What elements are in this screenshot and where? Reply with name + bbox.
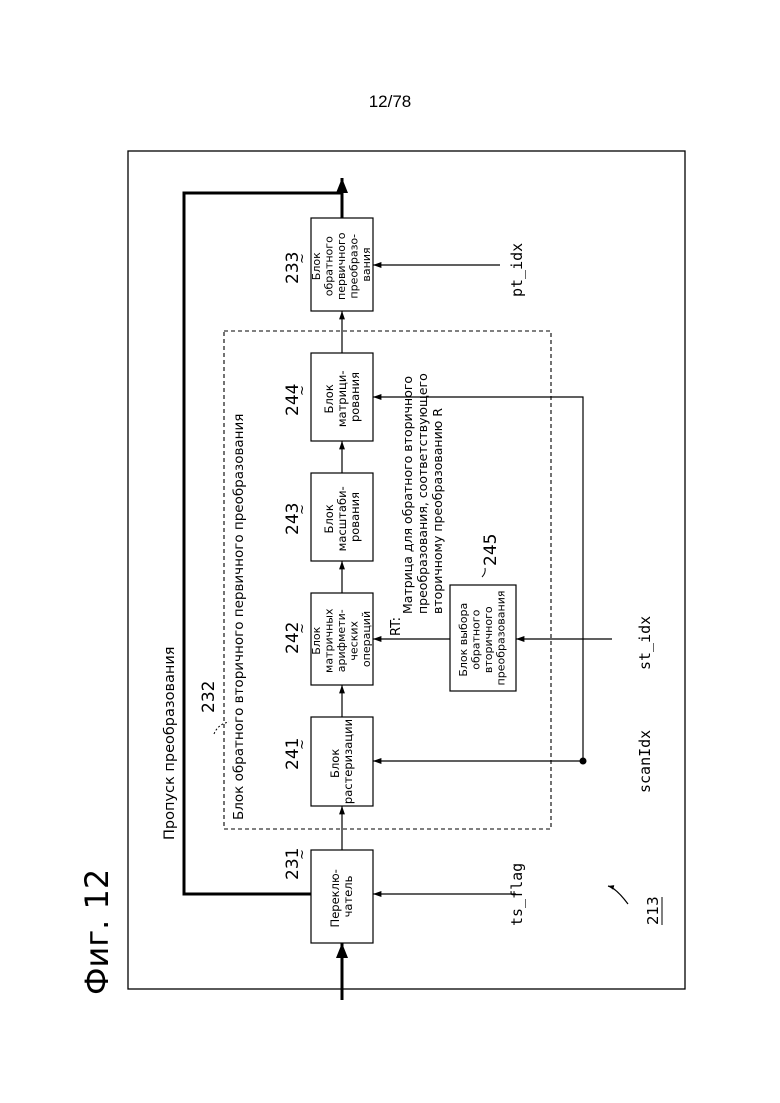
rt-note: Матрица для обратного вторичного преобра… <box>400 369 445 614</box>
ts-flag-label: ts_flag <box>508 863 526 926</box>
figure-ref-arrow <box>608 886 628 904</box>
inverse-secondary-group <box>224 331 551 829</box>
scale-ref-tilde: ~ <box>295 504 310 515</box>
st-idx-label: st_idx <box>636 616 654 670</box>
bypass-label: Пропуск преобразования <box>162 646 178 840</box>
raster-ref-tilde: ~ <box>295 739 310 750</box>
inverse-secondary-ref: 232 <box>199 681 219 713</box>
ref-245-leader <box>482 568 485 577</box>
primary-ref-tilde: ~ <box>295 253 310 264</box>
rt-symbol: RT: <box>389 617 404 636</box>
inverse-secondary-label: Блок обратного вторичного первичного пре… <box>231 414 247 820</box>
matrix-ref-tilde: ~ <box>295 385 310 396</box>
selector-ref: 245 <box>481 534 501 566</box>
figure-ref: 213 <box>644 896 662 925</box>
matmul-ref-tilde: ~ <box>295 623 310 634</box>
selector-caption: Блок выбора обратного вторичного преобра… <box>457 591 508 686</box>
switch-ref-tilde: ~ <box>295 849 310 860</box>
pt-idx-label: pt_idx <box>508 243 526 297</box>
ref-232-leader <box>214 722 229 734</box>
figure-title: Фиг. 12 <box>78 869 116 995</box>
scanidx-junction <box>580 758 587 765</box>
scanidx-label: scanIdx <box>636 730 654 793</box>
